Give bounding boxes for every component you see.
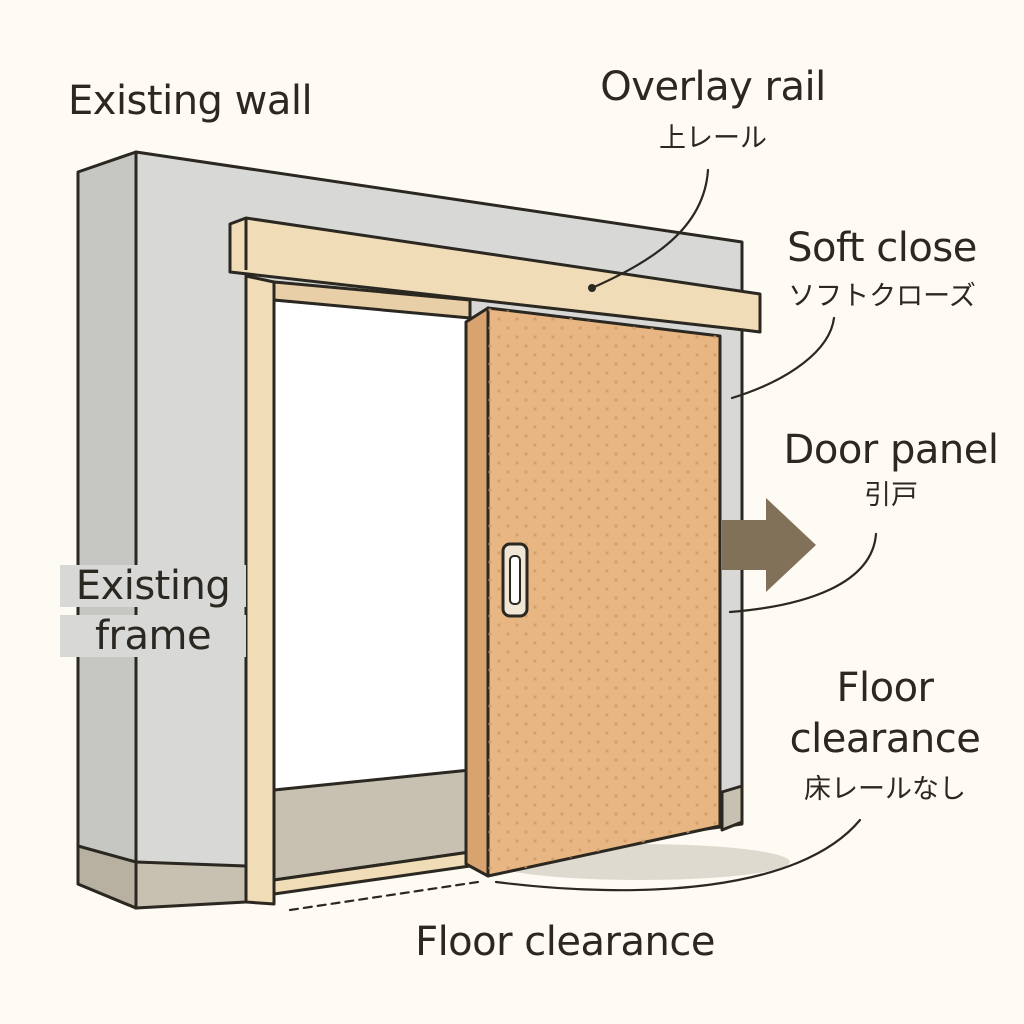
- leader-lines: [134, 168, 878, 912]
- label-overlay-rail: Overlay rail: [600, 64, 826, 110]
- label-existing-frame-line2: frame: [60, 615, 246, 657]
- label-floor-clearance-right-line1: Floor: [836, 665, 934, 711]
- label-existing-frame-line1: Existing: [60, 565, 246, 607]
- baseboard: [76, 784, 744, 910]
- soft-close-leader: [730, 316, 836, 400]
- overlay-rail-leader: [590, 168, 710, 290]
- label-soft-close: Soft close: [787, 225, 977, 271]
- label-floor-clearance-right-jp: 床レールなし: [804, 774, 966, 805]
- door-handle-icon: [501, 542, 529, 618]
- label-soft-close-jp: ソフトクローズ: [788, 281, 976, 312]
- floor-gap-dashed-line: [288, 880, 480, 912]
- slide-direction-arrow-icon: [722, 498, 816, 592]
- label-floor-clearance-bottom: Floor clearance: [415, 919, 715, 965]
- label-door-panel-jp: 引戸: [864, 480, 918, 511]
- door-panel-leader: [728, 532, 878, 614]
- door-opening: [272, 298, 472, 882]
- label-existing-wall: Existing wall: [68, 78, 313, 124]
- door-panel: [464, 306, 722, 878]
- label-overlay-rail-jp: 上レール: [659, 123, 767, 154]
- label-floor-clearance-right-line2: clearance: [789, 716, 981, 762]
- floor-clearance-leader: [494, 818, 862, 892]
- label-door-panel: Door panel: [783, 427, 999, 473]
